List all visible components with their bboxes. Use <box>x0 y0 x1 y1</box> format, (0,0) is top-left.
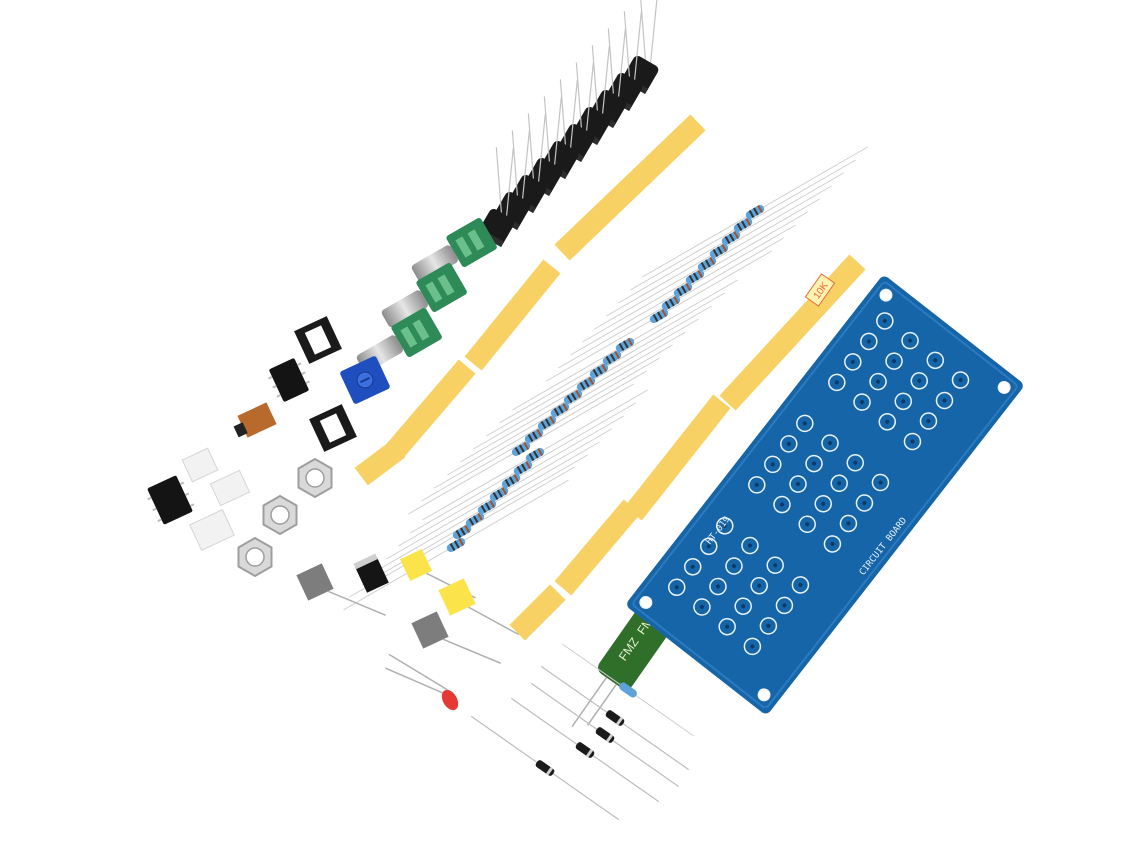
white-pin-connector <box>189 509 235 551</box>
resistor <box>473 318 699 450</box>
potentiometer <box>381 263 467 328</box>
resistor <box>410 402 636 534</box>
resistor <box>486 305 712 437</box>
dip-ic-chip <box>147 475 195 525</box>
tape-strip <box>624 394 731 521</box>
resistor <box>460 331 686 463</box>
pcb-pads <box>639 288 1011 702</box>
red-led <box>385 653 459 711</box>
white-pin-connector <box>209 469 251 507</box>
resistor <box>512 279 738 411</box>
potentiometer-group <box>356 218 497 373</box>
resistor <box>630 159 856 291</box>
tape-strip <box>554 114 706 261</box>
hex-nut-group <box>237 457 333 578</box>
diode-group <box>470 643 694 821</box>
resistor <box>349 466 575 598</box>
dip-ic-chip <box>268 358 310 402</box>
blue-trimmer <box>340 356 390 404</box>
resistor <box>421 370 647 502</box>
white-pin-connector <box>181 447 219 483</box>
mlcc-capacitor <box>296 563 386 616</box>
resistor <box>422 389 648 521</box>
diode <box>530 682 680 788</box>
resistor <box>594 198 820 330</box>
resistor <box>386 428 612 560</box>
resistor <box>562 643 694 737</box>
resistor <box>362 454 588 586</box>
resistor <box>558 237 784 369</box>
resistor <box>642 146 868 278</box>
resistor <box>434 357 660 489</box>
slide-switch <box>233 402 277 438</box>
resistor <box>499 292 725 424</box>
resistor <box>582 211 808 343</box>
resistor <box>374 441 600 573</box>
resistor <box>570 224 796 356</box>
potentiometer <box>411 218 497 283</box>
tape-strip <box>719 254 866 411</box>
resistor <box>447 344 673 476</box>
resistor-tape-strips <box>343 114 868 641</box>
ic-socket <box>309 404 357 452</box>
mlcc-capacitor <box>411 611 501 664</box>
resistor <box>408 383 634 515</box>
tape-strip <box>509 584 566 641</box>
resistor <box>606 185 832 317</box>
tape-strip <box>354 439 406 486</box>
tape-strip <box>554 499 641 596</box>
tape-strip <box>464 259 561 371</box>
electrolytic-capacitor-strip <box>476 0 659 248</box>
resistor <box>546 250 772 382</box>
resistor <box>398 415 624 547</box>
ic-socket <box>294 316 342 364</box>
resistor <box>343 479 569 611</box>
resistor <box>618 172 844 304</box>
pcb-board: HT-019 CIRCUIT BOARD <box>627 276 1023 714</box>
film-capacitor <box>438 578 519 636</box>
diode <box>510 697 660 803</box>
diode <box>540 665 690 771</box>
diode <box>470 715 620 821</box>
voltage-regulator <box>353 553 389 593</box>
tape-strip <box>384 359 476 461</box>
